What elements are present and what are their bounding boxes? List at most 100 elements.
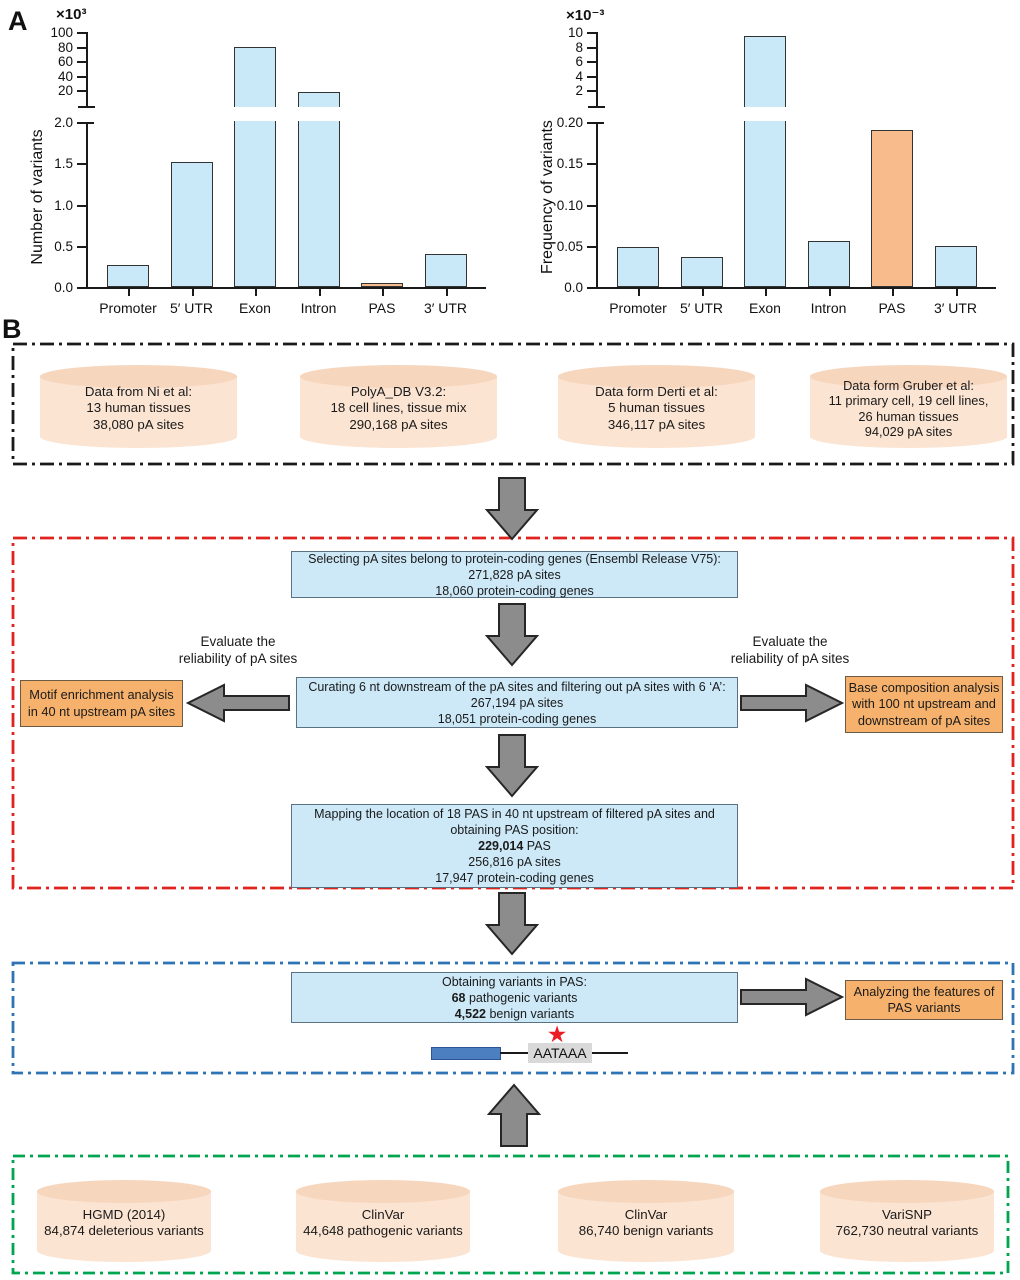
x-category-label: PAS (878, 300, 906, 316)
y-tick-label-lower: 0.0 (54, 280, 73, 295)
db-cylinder-clinvar-benign-text: ClinVar 86,740 benign variants (578, 1206, 714, 1239)
panel-a-label: A (8, 6, 28, 36)
db-cylinder-ni: Data from Ni et al: 13 human tissues 38,… (40, 365, 237, 448)
x-category-label: 3′ UTR (423, 300, 468, 316)
db-cylinder-hgmd: HGMD (2014) 84,874 deleterious variants (37, 1180, 211, 1262)
x-category-label: Promoter (609, 300, 667, 316)
y-tick-label-upper: 60 (57, 54, 73, 69)
axis-break-band (294, 107, 343, 121)
y-tick-label-lower: 0.5 (54, 238, 73, 254)
arrow-right-to-base-composition (740, 683, 844, 723)
db-cylinder-clinvar-pathogenic: ClinVar 44,648 pathogenic variants (296, 1180, 470, 1262)
y-axis-break-endcap (78, 106, 95, 108)
x-axis-line (86, 287, 486, 289)
cylinder-top (558, 1180, 734, 1203)
mapping-pas-box: Mapping the location of 18 PAS in 40 nt … (291, 804, 738, 888)
db-cylinder-hgmd-text: HGMD (2014) 84,874 deleterious variants (44, 1206, 204, 1239)
y-tick-lower (77, 245, 86, 248)
db-cylinder-derti: Data form Derti et al: 5 human tissues 3… (558, 365, 755, 448)
db-cylinder-clinvar-benign: ClinVar 86,740 benign variants (558, 1180, 734, 1262)
x-tick (255, 289, 257, 296)
y-tick-lower (587, 287, 596, 289)
y-tick-lower (587, 163, 596, 166)
x-tick (638, 289, 640, 296)
variant-star-icon: ★ (546, 1021, 568, 1047)
gene-line-right (592, 1052, 628, 1054)
y-tick-label-upper: 2 (575, 83, 583, 98)
y-tick-label-upper: 40 (57, 68, 73, 84)
x-category-label: Exon (239, 300, 271, 316)
evaluate-note-right: Evaluate the reliability of pA sites (730, 634, 850, 666)
y-tick-upper (587, 32, 596, 34)
y-tick-lower (587, 122, 604, 124)
y-tick-lower (77, 122, 94, 124)
x-tick (765, 289, 767, 296)
arrow-right-to-analyzing (740, 977, 844, 1017)
x-category-label: Exon (749, 300, 781, 316)
cylinder-top (300, 365, 497, 388)
y-tick-upper (77, 90, 86, 92)
x-axis-line (596, 287, 996, 289)
x-tick (892, 289, 894, 296)
bar-Intron (807, 240, 850, 287)
x-tick (382, 289, 384, 296)
x-tick (955, 289, 958, 296)
y-tick-lower (587, 204, 596, 207)
x-category-label: Intron (300, 300, 337, 316)
bar-Exon (234, 46, 276, 287)
y-tick-label-lower: 0.20 (556, 115, 583, 130)
arrow-down-to-curating (485, 603, 539, 667)
y-tick-label-upper: 80 (57, 39, 73, 55)
cylinder-top (558, 365, 755, 388)
bar-Promoter (107, 264, 149, 287)
y-tick-label-upper: 100 (50, 25, 73, 40)
x-category-label: 5′ UTR (679, 300, 724, 316)
y-tick-upper (587, 75, 596, 78)
motif-enrichment-box: Motif enrichment analysis in 40 nt upstr… (20, 680, 183, 727)
axis-break-band (741, 107, 789, 121)
pas-motif-box: AATAAA (528, 1043, 592, 1063)
x-category-label: 3′ UTR (933, 300, 978, 316)
x-tick (318, 289, 321, 296)
y-tick-label-lower: 2.0 (54, 115, 73, 130)
bar-3′ UTR (934, 245, 977, 287)
x-category-label: Promoter (99, 300, 157, 316)
y-tick-lower (587, 245, 596, 248)
arrow-down-to-mapping (485, 734, 539, 798)
db-cylinder-gruber-text: Data form Gruber et al: 11 primary cell,… (828, 377, 989, 440)
bar-3′ UTR (424, 254, 467, 287)
panel-b-label: B (2, 314, 22, 344)
arrow-down-to-selecting (485, 477, 539, 541)
y-tick-label-lower: 1.5 (54, 156, 73, 172)
gene-line-left (500, 1052, 530, 1054)
db-cylinder-derti-text: Data form Derti et al: 5 human tissues 3… (595, 383, 718, 432)
selecting-pa-sites-box: Selecting pA sites belong to protein-cod… (291, 551, 738, 598)
axis-break-band (231, 107, 279, 121)
cylinder-top (296, 1180, 470, 1203)
cylinder-top (37, 1180, 211, 1203)
y-tick-upper (77, 32, 86, 34)
x-category-label: Intron (810, 300, 847, 316)
base-composition-box: Base composition analysis with 100 nt up… (845, 676, 1003, 733)
y-tick-label-lower: 0.05 (556, 238, 583, 254)
y-tick-label-upper: 4 (575, 68, 583, 84)
axis-scale-label: ×10⁻³ (566, 7, 605, 24)
x-tick (191, 289, 194, 296)
curating-box: Curating 6 nt downstream of the pA sites… (296, 677, 738, 728)
y-tick-label-upper: 20 (57, 83, 73, 98)
y-tick-lower (77, 204, 86, 207)
obtaining-variants-box: Obtaining variants in PAS: 68 pathogenic… (291, 972, 738, 1023)
y-tick-label-lower: 0.15 (556, 156, 583, 172)
y-tick-label-upper: 6 (575, 54, 583, 69)
arrow-up-from-variant-sources (487, 1083, 541, 1147)
y-tick-label-upper: 8 (575, 39, 583, 55)
y-tick-lower (77, 163, 86, 166)
bar-5′ UTR (680, 257, 723, 287)
db-cylinder-varisnp-text: VariSNP 762,730 neutral variants (835, 1206, 979, 1239)
cylinder-top (810, 365, 1007, 388)
y-axis-lower-segment (86, 122, 88, 289)
x-category-label: 5′ UTR (169, 300, 214, 316)
bar-5′ UTR (170, 161, 213, 287)
